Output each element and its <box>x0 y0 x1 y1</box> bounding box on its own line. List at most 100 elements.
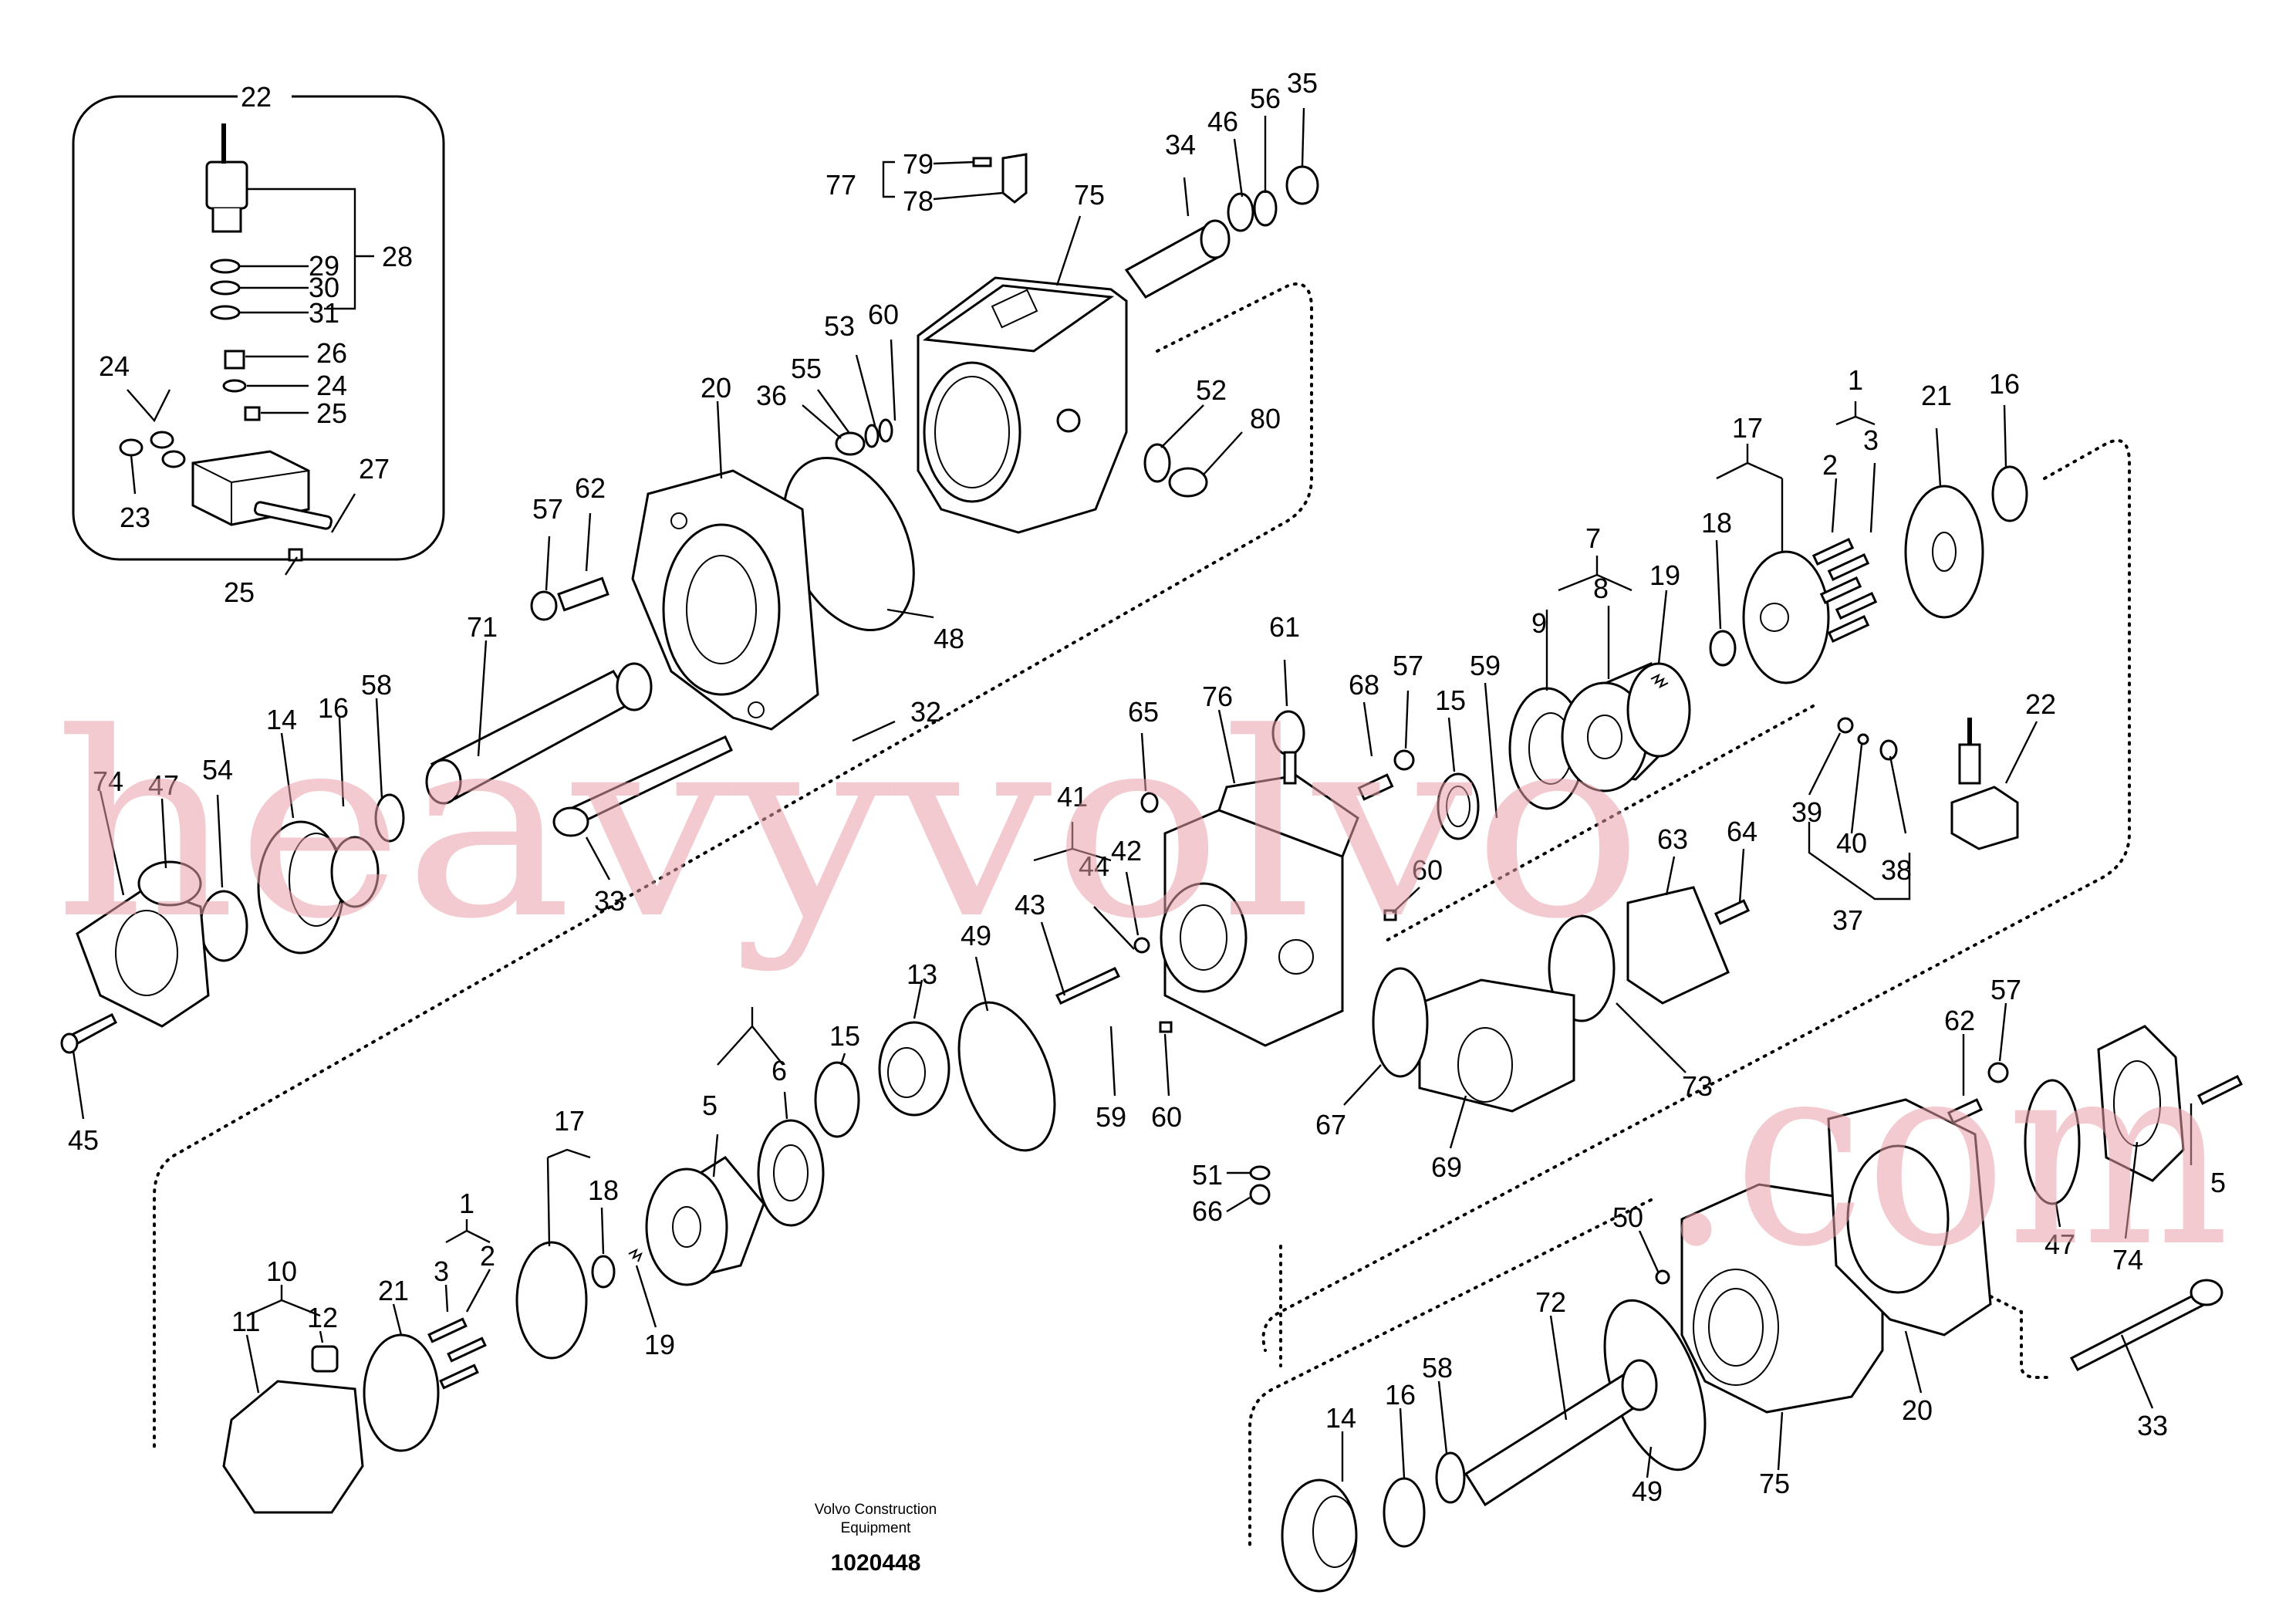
callout: 21 <box>378 1275 409 1306</box>
callout: 73 <box>1682 1070 1713 1102</box>
callout: 68 <box>1349 669 1379 701</box>
callout: 41 <box>1057 781 1088 813</box>
inset-callout: 25 <box>224 576 255 608</box>
swash-plate-6 <box>757 1119 825 1227</box>
callout: 18 <box>588 1174 619 1206</box>
flange-20 <box>631 469 819 731</box>
callout: 42 <box>1111 835 1142 867</box>
credit-block: Volvo Construction Equipment 1020448 <box>815 1502 937 1576</box>
o-ring-49-mid <box>957 1001 1056 1152</box>
callout: 34 <box>1165 129 1196 161</box>
callout: 49 <box>1632 1475 1663 1507</box>
pin-43 <box>1055 909 1397 1033</box>
callout: 76 <box>1202 681 1233 712</box>
watermark-text-right: .com <box>1659 1006 2230 1303</box>
watermark-text-left: heavyvolvo <box>54 678 1643 975</box>
callout: 20 <box>701 372 731 404</box>
callout-labels: 22 29 30 31 28 26 24 25 24 23 27 25 77 7… <box>68 67 2226 1507</box>
inset-callout: 24 <box>99 350 130 382</box>
inset-callout: 24 <box>316 370 347 401</box>
callout: 69 <box>1431 1151 1462 1183</box>
callout: 72 <box>1535 1286 1566 1318</box>
callout: 62 <box>575 472 606 504</box>
cover-74-lower <box>2097 1025 2185 1182</box>
callout: 17 <box>1732 412 1763 444</box>
bolt-45 <box>60 1012 117 1054</box>
callout: 33 <box>594 885 625 917</box>
cover-63 <box>1626 886 1751 1005</box>
callout: 75 <box>1074 179 1105 211</box>
callout: 71 <box>467 611 498 643</box>
callout: 14 <box>1325 1402 1356 1434</box>
cover-74 <box>76 860 210 1028</box>
callout: 66 <box>1192 1195 1223 1227</box>
callout: 77 <box>826 169 856 201</box>
callout: 43 <box>1015 889 1045 921</box>
callout: 47 <box>2044 1228 2075 1260</box>
callout: 20 <box>1902 1394 1933 1426</box>
callout: 38 <box>1881 854 1912 886</box>
bolt-33-lower <box>2069 1279 2223 1372</box>
callout: 3 <box>434 1255 449 1287</box>
callout: 60 <box>868 299 899 330</box>
callout: 46 <box>1207 106 1238 137</box>
inset-callout: 25 <box>316 397 347 429</box>
shaft-71 <box>425 662 653 805</box>
plate-21 <box>1904 485 1984 619</box>
inset-callout: 22 <box>241 81 272 113</box>
callout: 80 <box>1250 403 1281 434</box>
callout: 11 <box>231 1306 260 1337</box>
ring-16 <box>1991 465 2028 522</box>
watermark: heavyvolvo .com <box>54 678 2230 1303</box>
callout: 2 <box>1822 449 1838 481</box>
callout: 51 <box>1192 1159 1223 1191</box>
cylinder-block-8 <box>1561 662 1691 792</box>
callout: 19 <box>644 1329 675 1360</box>
screws-62-57-lower <box>1947 1062 2009 1124</box>
callout: 55 <box>791 353 822 384</box>
callout: 58 <box>1422 1352 1453 1384</box>
callout: 9 <box>1531 607 1547 639</box>
callout: 50 <box>1612 1201 1643 1233</box>
callout: 63 <box>1657 823 1688 855</box>
callout: 10 <box>266 1255 297 1287</box>
callout: 74 <box>2112 1244 2143 1276</box>
gear-15-mid <box>1437 772 1480 840</box>
valve-34 <box>1124 165 1319 299</box>
plate-21-lower <box>363 1333 440 1452</box>
eye-bolt-61 <box>1271 710 1305 785</box>
small-parts-65-68-57 <box>1140 749 1415 813</box>
small-parts-36-55-53 <box>835 418 893 456</box>
callout: 62 <box>1944 1005 1975 1036</box>
callout: 40 <box>1836 827 1867 859</box>
flange-20-lower <box>1827 1098 1992 1336</box>
plug-80 <box>1168 467 1208 498</box>
callout: 59 <box>1096 1101 1126 1133</box>
pistons-1-lower <box>427 1317 487 1390</box>
callout: 2 <box>480 1240 495 1272</box>
callout: 17 <box>554 1105 585 1137</box>
credit-line-2: Equipment <box>841 1520 912 1536</box>
callout: 74 <box>93 765 123 797</box>
callout: 53 <box>824 310 855 342</box>
pump-housing-75-lower <box>1680 1183 1884 1414</box>
callout: 56 <box>1250 83 1281 114</box>
callout: 39 <box>1791 796 1822 828</box>
callout: 1 <box>459 1188 474 1219</box>
washer-18 <box>1709 630 1737 667</box>
callout: 22 <box>2025 688 2056 720</box>
sensor-22-right <box>1950 718 2019 850</box>
callout: 14 <box>266 704 297 735</box>
callout: 13 <box>907 958 937 990</box>
o-ring-47-lower <box>2024 1079 2081 1205</box>
callout: 52 <box>1196 374 1227 406</box>
callout: 47 <box>148 769 179 801</box>
callout: 78 <box>903 185 934 217</box>
fitting-77 <box>972 153 1028 204</box>
pistons-1 <box>1811 538 1878 643</box>
inset-callout: 29 <box>309 250 339 282</box>
callout: 8 <box>1593 573 1609 604</box>
callout: 61 <box>1269 611 1300 643</box>
callout: 3 <box>1863 424 1879 456</box>
